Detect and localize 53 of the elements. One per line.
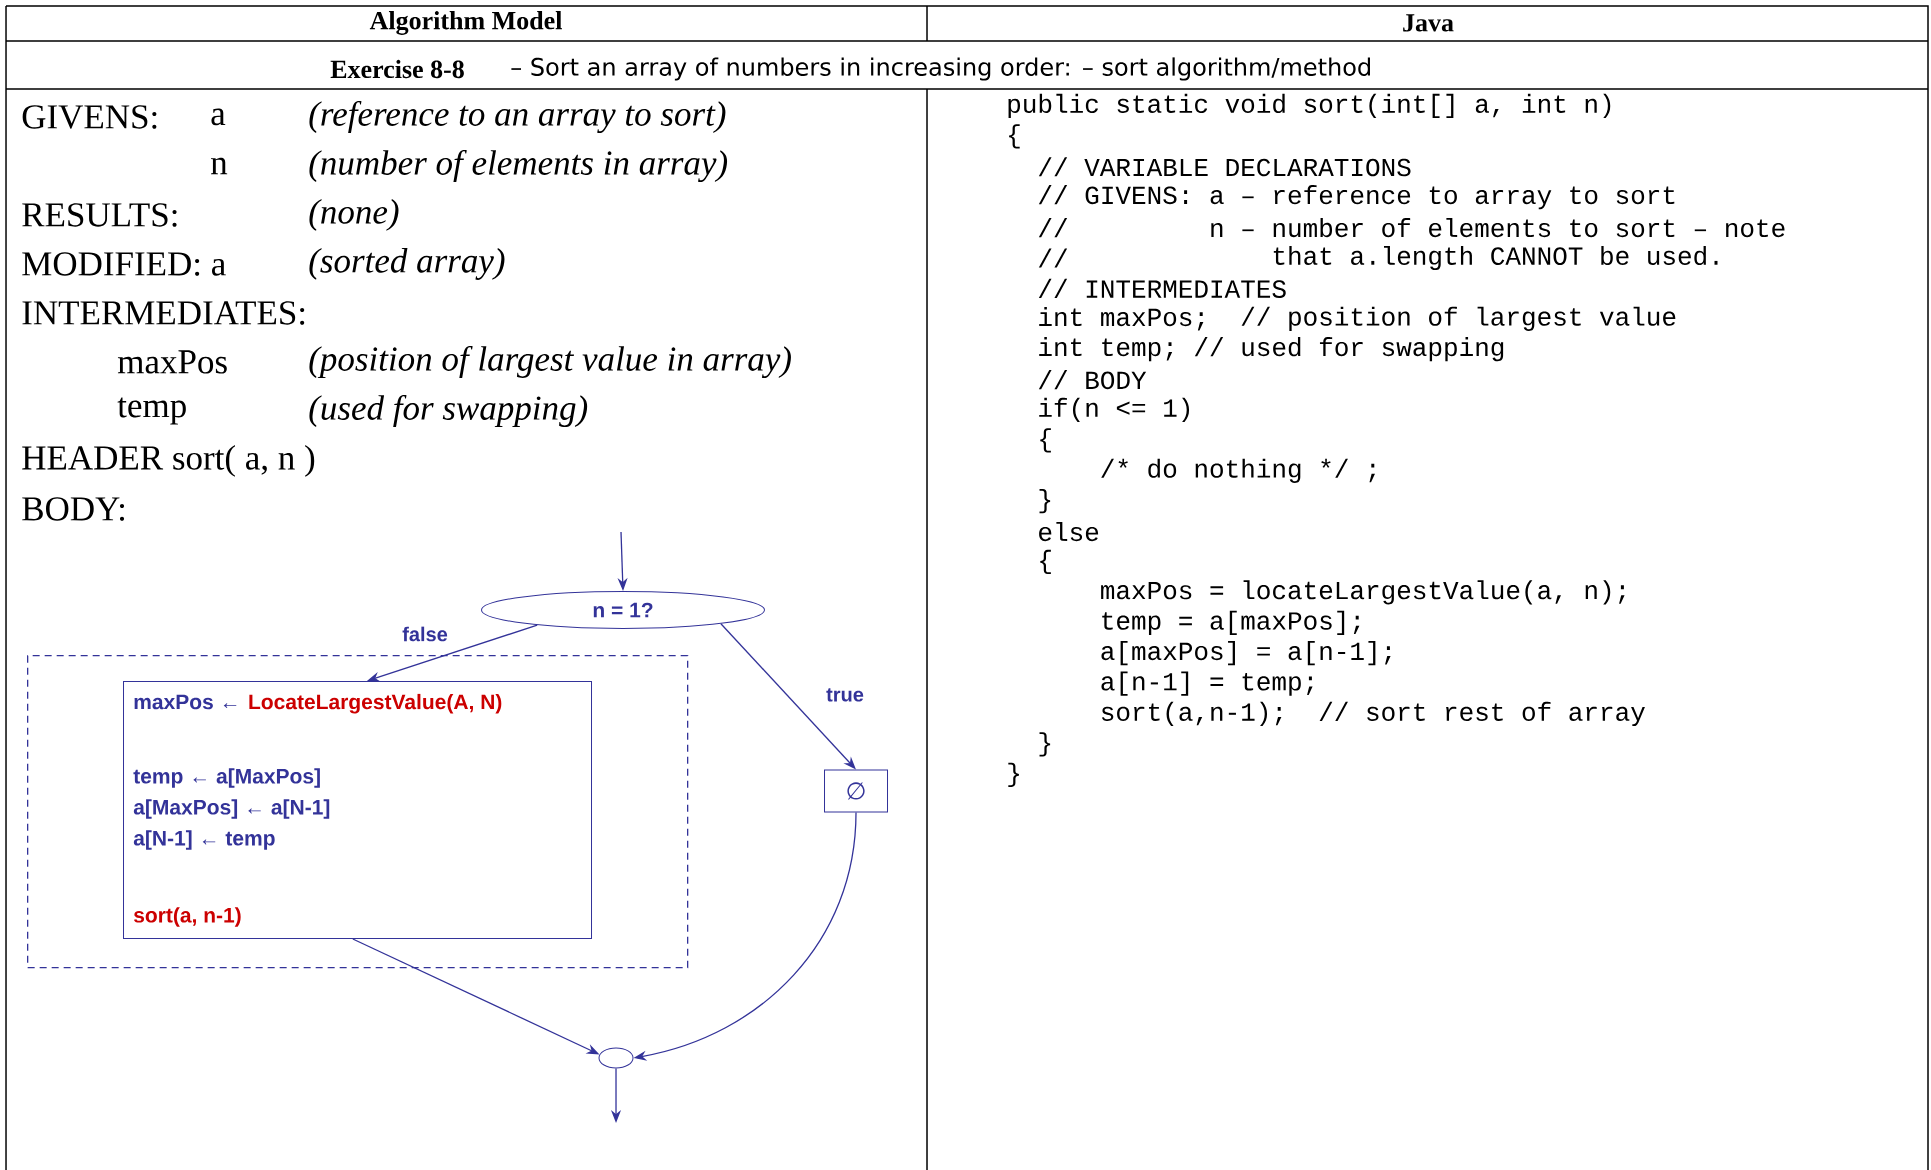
code-line: // xyxy=(1038,218,1068,238)
code-line: temp = a[maxPos]; xyxy=(1102,610,1360,635)
code-line: { xyxy=(1040,549,1051,575)
spec-note: (number of elements in array) xyxy=(309,149,728,183)
code-line: if(n <= 1) xyxy=(1039,397,1190,423)
column-header: Algorithm Model xyxy=(369,11,562,35)
code-line: else xyxy=(1039,522,1099,542)
code-line: sort(a,n-1); xyxy=(1101,701,1282,727)
code-line: } xyxy=(1008,762,1019,787)
code-line: int maxPos; xyxy=(1039,307,1204,331)
spec-text: HEADER sort( a, n ) xyxy=(22,445,315,477)
column-header: Java xyxy=(1403,14,1454,32)
spec-text: MODIFIED: a xyxy=(22,252,226,276)
spec-text: RESULTS: xyxy=(22,203,177,227)
code-line: int temp; // used for swapping xyxy=(1039,337,1504,362)
spec-text: INTERMEDIATES: xyxy=(22,301,305,325)
process-box: maxPos ← LocateLargestValue(A, N) temp ← a[MaxPos] a[MaxPos] ← a[N-1] a[N-1] ← temp sort(a, n-1) xyxy=(123,681,592,939)
dashed-group-box xyxy=(27,655,689,969)
code-line: a[n-1] = temp; xyxy=(1101,671,1313,696)
edge-label: false xyxy=(401,625,449,643)
code-line: // VARIABLE DECLARATIONS xyxy=(1038,157,1411,177)
exercise-title: – Sort an array of numbers in increasing order: – sort algorithm/method xyxy=(511,57,1370,81)
spec-text: n xyxy=(211,157,228,175)
spec-note: (sorted array) xyxy=(309,248,505,280)
spec-text: BODY: xyxy=(22,497,125,521)
code-line: // GIVENS: a – reference to array to sort xyxy=(1038,185,1675,210)
code-line: { xyxy=(1009,124,1020,149)
code-line: // INTERMEDIATES xyxy=(1038,278,1286,298)
exercise-number: Exercise 8-8 xyxy=(330,59,464,79)
spec-note: (position of largest value in array) xyxy=(309,345,791,379)
code-line: } xyxy=(1039,489,1051,514)
code-line: n – number of elements to sort – note xyxy=(1211,218,1785,238)
spec-note: (reference to an array to sort) xyxy=(309,100,726,134)
code-line: { xyxy=(1040,428,1051,453)
code-line: // xyxy=(1038,248,1068,268)
code-line: } xyxy=(1039,732,1051,757)
code-line: a[maxPos] = a[n-1]; xyxy=(1101,641,1391,666)
spec-note: (none) xyxy=(309,199,399,231)
spec-text: GIVENS: xyxy=(22,105,157,129)
spec-text: temp xyxy=(117,397,186,425)
code-line: /* do nothing */ ; xyxy=(1101,458,1375,483)
code-line: that a.length CANNOT be used. xyxy=(1273,245,1718,271)
code-line: // BODY xyxy=(1038,370,1147,390)
code-line: // position of largest value xyxy=(1241,306,1676,331)
merge-ellipse xyxy=(598,1047,634,1069)
code-line: public static void sort(int[] a, int n) xyxy=(1008,93,1611,119)
code-line: maxPos = locateLargestValue(a, n); xyxy=(1101,580,1625,605)
spec-text: maxPos xyxy=(117,350,227,374)
spec-note: (used for swapping) xyxy=(309,394,588,428)
spec-text: a xyxy=(211,108,226,126)
empty-set-box: ∅ xyxy=(824,769,888,813)
code-line: // sort rest of array xyxy=(1319,701,1645,727)
edge-label: true xyxy=(825,687,865,703)
